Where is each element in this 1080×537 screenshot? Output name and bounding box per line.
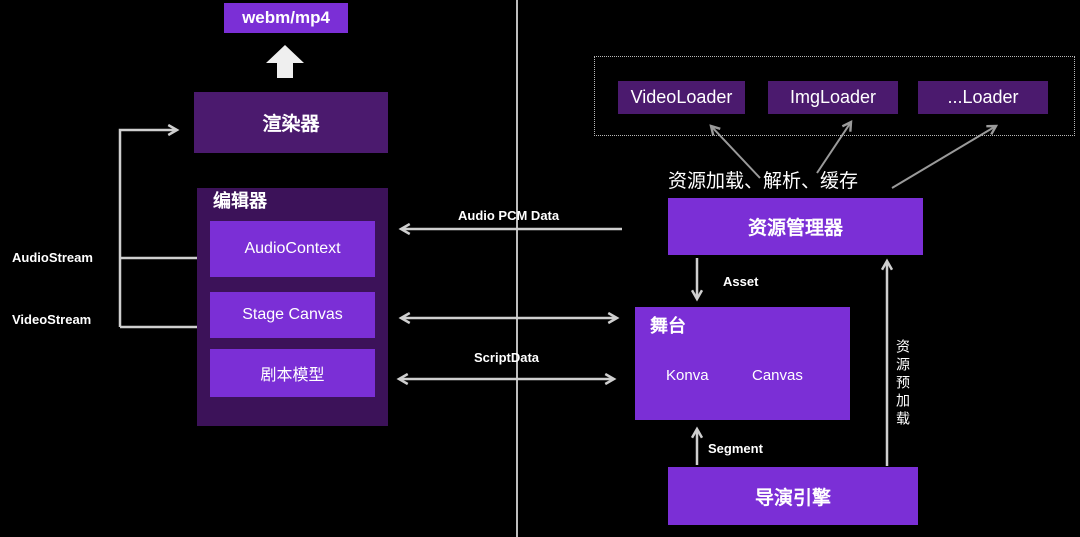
canvas-label: Canvas xyxy=(752,367,803,384)
video-stream-label: VideoStream xyxy=(12,312,92,327)
preload-label: 资源预加载 xyxy=(895,339,911,429)
stage-canvas-box: Stage Canvas xyxy=(210,292,375,338)
export-up-arrow xyxy=(266,45,304,78)
videoloader-link xyxy=(709,124,761,179)
video-loader-box: VideoLoader xyxy=(618,81,745,114)
stage-title: 舞台 xyxy=(650,316,686,336)
resource-manager-label: 资源管理器 xyxy=(747,218,843,239)
output-format-box: webm/mp4 xyxy=(224,3,348,33)
audio-context-box: AudioContext xyxy=(210,221,375,277)
loader-caption: 资源加载、解析、缓存 xyxy=(668,171,859,192)
stage-box: 舞台 Konva Canvas xyxy=(635,307,850,420)
segment-label: Segment xyxy=(708,441,763,456)
video-loader-label: VideoLoader xyxy=(630,87,733,107)
editor-panel: 编辑器 AudioContext Stage Canvas 剧本模型 xyxy=(197,188,388,426)
audio-context-label: AudioContext xyxy=(244,240,341,257)
audio-pcm-label: Audio PCM Data xyxy=(458,208,560,223)
script-model-label: 剧本模型 xyxy=(260,367,325,384)
script-data-label: ScriptData xyxy=(474,350,540,365)
custom-loader-link xyxy=(891,124,999,189)
renderer-box: 渲染器 xyxy=(194,92,388,153)
loader-group xyxy=(594,56,1075,136)
resource-manager-box: 资源管理器 xyxy=(668,198,923,255)
custom-loader-box: ...Loader xyxy=(918,81,1048,114)
img-loader-box: ImgLoader xyxy=(768,81,898,114)
director-engine-box: 导演引擎 xyxy=(668,467,918,525)
asset-label: Asset xyxy=(723,274,759,289)
renderer-label: 渲染器 xyxy=(262,114,320,135)
director-engine-label: 导演引擎 xyxy=(754,487,831,509)
output-format-label: webm/mp4 xyxy=(242,8,330,27)
audio-stream-label: AudioStream xyxy=(12,250,93,265)
render-feed-arrow xyxy=(118,123,180,327)
custom-loader-label: ...Loader xyxy=(947,87,1019,107)
script-model-box: 剧本模型 xyxy=(210,349,375,397)
stage-canvas-label: Stage Canvas xyxy=(242,306,343,323)
img-loader-label: ImgLoader xyxy=(789,87,877,107)
konva-label: Konva xyxy=(666,367,709,384)
imgloader-link xyxy=(816,119,853,174)
editor-title: 编辑器 xyxy=(213,191,267,211)
